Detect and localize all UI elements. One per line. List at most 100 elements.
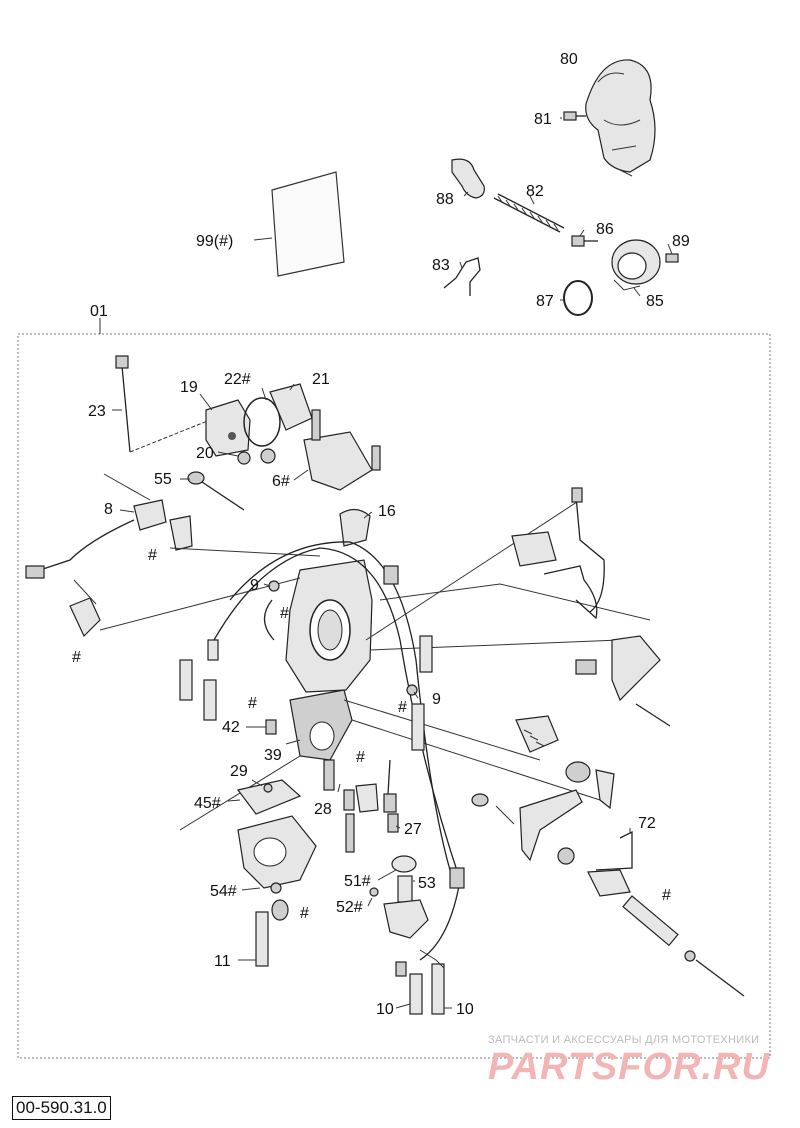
choke-lever <box>543 565 598 620</box>
label-29: 29 <box>230 763 248 780</box>
label-8: 8 <box>104 501 113 518</box>
jet-28c-part <box>345 813 355 853</box>
watermark-tagline: ЗАПЧАСТИ И АКСЕССУАРЫ ДЛЯ МОТОТЕХНИКИ <box>488 1034 760 1046</box>
assembly-frame <box>17 333 771 1059</box>
part-27 <box>355 783 379 813</box>
nut-20a-part <box>237 451 251 465</box>
screw-86-part <box>571 235 585 247</box>
cover-tab <box>619 169 633 177</box>
cable-sleeve-2 <box>449 867 465 889</box>
fitting-left-1 <box>179 659 193 701</box>
cap-screw-2 <box>371 445 381 471</box>
hash-28: # <box>356 749 365 766</box>
fitting-nut <box>268 580 280 592</box>
shaft-collar <box>565 761 591 783</box>
part-27-fitting-2 <box>387 813 399 833</box>
leader-lines <box>112 117 673 1009</box>
label-21: 21 <box>312 371 330 388</box>
housing-19-part <box>205 399 251 457</box>
label-83: 83 <box>432 257 450 274</box>
cover-detail <box>597 72 641 151</box>
drain-plug <box>271 899 289 921</box>
screw-81-part <box>563 111 577 121</box>
hash-8: # <box>148 547 157 564</box>
choke-part <box>511 531 557 567</box>
top-cap-6-part <box>303 431 373 491</box>
sensor-8-wire <box>39 519 135 571</box>
label-9b: 9 <box>432 691 441 708</box>
jet-28a-part <box>323 759 335 791</box>
drain-washer <box>270 882 282 894</box>
hose-88-part <box>451 158 485 199</box>
label-72: 72 <box>638 815 656 832</box>
label-11: 11 <box>214 953 231 970</box>
label-39: 39 <box>264 747 282 764</box>
cable-sleeve <box>383 565 399 585</box>
label-53: 53 <box>418 875 436 892</box>
label-9a: 9 <box>250 577 259 594</box>
cover-part <box>585 59 656 173</box>
tube-10-clamp <box>419 949 445 969</box>
sensor-8-screw <box>103 473 151 501</box>
spring-82-part <box>493 193 565 233</box>
float-bowl-inner <box>253 837 287 867</box>
label-87: 87 <box>536 293 554 310</box>
throttle-lever-part <box>611 635 661 702</box>
screw-55-head <box>187 471 205 485</box>
needle-23-head <box>115 355 129 369</box>
label-27: 27 <box>404 821 422 838</box>
hash-left: # <box>72 649 81 666</box>
label-10a: 10 <box>376 1001 394 1018</box>
shaft-arm <box>519 789 583 862</box>
label-20: 20 <box>196 445 214 462</box>
part-27-fitting <box>383 793 397 813</box>
leader-99 <box>253 237 273 241</box>
label-10b: 10 <box>456 1001 474 1018</box>
watermark-brand: PARTSFOR.RU <box>488 1046 770 1088</box>
throttle-bolt <box>635 703 671 727</box>
label-23: 23 <box>88 403 106 420</box>
choke-fitting <box>571 487 583 503</box>
label-88: 88 <box>436 191 454 208</box>
label-89: 89 <box>672 233 690 250</box>
pump-51-part <box>391 855 417 873</box>
gasket-sheet-part <box>271 171 345 277</box>
fitting-left-2 <box>203 679 217 721</box>
pump-52-part <box>369 887 379 897</box>
bracket-16-part <box>339 508 371 547</box>
tube-11-part <box>255 911 269 967</box>
sensor-8-plate <box>169 515 193 551</box>
pump-53-spring <box>397 875 413 903</box>
bracket-83-part <box>443 257 481 296</box>
hash-right: # <box>662 887 671 904</box>
jet-28b-part <box>343 789 355 811</box>
bowl-gasket-part <box>236 779 302 815</box>
cable-b <box>213 547 461 881</box>
shaft-part <box>515 715 559 753</box>
shaft-nut <box>557 847 575 865</box>
label-99: 99(#) <box>196 233 233 250</box>
tube-10a-part <box>409 973 423 1015</box>
leader-23-19 <box>129 419 211 453</box>
pump-cover-part <box>383 899 429 939</box>
label-85: 85 <box>646 293 664 310</box>
label-81: 81 <box>534 111 552 128</box>
screw-55-part <box>195 477 245 511</box>
clamp-tab <box>613 279 641 291</box>
label-42: 42 <box>222 719 240 736</box>
sensor-8-part <box>133 499 167 531</box>
label-assembly: 01 <box>90 303 108 320</box>
shaft-lever <box>595 769 615 810</box>
hash-9a: # <box>280 605 289 622</box>
label-54: 54# <box>210 883 237 900</box>
sensor-8-plug <box>25 565 45 579</box>
label-28: 28 <box>314 801 332 818</box>
cap-screw <box>311 409 321 441</box>
nut-20b-part <box>260 448 276 464</box>
tube-10b-part <box>431 963 445 1015</box>
left-linkage-screw <box>73 579 97 605</box>
screw-89-part <box>665 253 679 263</box>
label-19: 19 <box>180 379 198 396</box>
label-86: 86 <box>596 221 614 238</box>
long-screw-washer <box>684 950 696 962</box>
